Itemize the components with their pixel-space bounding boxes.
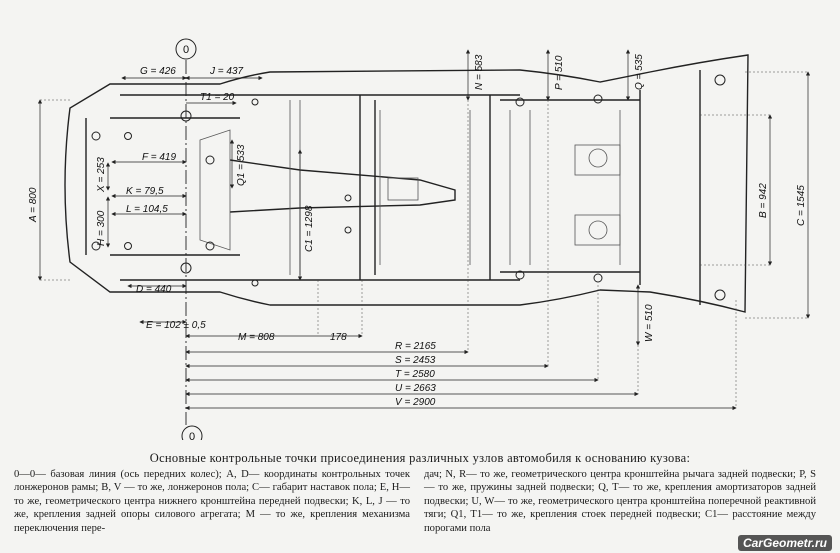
dim-t1: T1 = 20	[200, 92, 235, 103]
dim-b: B = 942	[758, 183, 769, 218]
floor-ribs	[199, 100, 621, 275]
dim-j: J = 437	[209, 66, 244, 77]
dim-h: H = 300	[96, 210, 107, 246]
body-outline	[64, 54, 749, 313]
axis-top-label: 0	[183, 44, 189, 56]
dim-c1: C1 = 1298	[304, 205, 315, 252]
dim-v: V = 2900	[395, 397, 436, 408]
legend-right-column: дач; N, R— то же, геометрического центра…	[424, 469, 816, 534]
dimension-labels: G = 426 J = 437 T1 = 20 N = 583 P = 510 …	[28, 54, 807, 408]
dimension-lines	[37, 49, 811, 411]
dim-q1: Q1 = 533	[236, 144, 247, 186]
extension-lines	[40, 71, 808, 408]
base-axis: 0 0	[175, 38, 203, 440]
dim-p: P = 510	[554, 55, 565, 90]
dim-e: E = 102 ± 0,5	[146, 320, 206, 331]
underbody-drawing: 0 0	[28, 38, 811, 440]
dim-g: G = 426	[140, 66, 176, 77]
watermark-logo: CarGeometr.ru	[737, 535, 832, 551]
dim-f: F = 419	[142, 152, 176, 163]
figure-caption: Основные контрольные точки присоединения…	[149, 451, 691, 465]
dim-s: S = 2453	[395, 355, 436, 366]
dim-w: W = 510	[644, 304, 655, 342]
dim-a: A = 800	[28, 187, 39, 223]
dim-d: D = 440	[136, 284, 172, 295]
dim-m-ext: 178	[330, 332, 347, 343]
mounting-points	[91, 74, 726, 301]
dim-m: M = 808	[238, 332, 275, 343]
dim-u: U = 2663	[395, 383, 436, 394]
dim-q: Q = 535	[634, 54, 645, 90]
dim-c: C = 1545	[796, 185, 807, 226]
dim-l: L = 104,5	[126, 204, 168, 215]
dim-t: T = 2580	[395, 369, 435, 380]
legend-left-column: 0—0— базовая линия (ось передних колес);…	[14, 469, 410, 534]
axis-bottom-label: 0	[189, 431, 195, 440]
dim-x: X = 253	[96, 157, 107, 193]
dim-k: K = 79,5	[126, 186, 164, 197]
dim-r: R = 2165	[395, 341, 436, 352]
dim-n: N = 583	[474, 54, 485, 90]
